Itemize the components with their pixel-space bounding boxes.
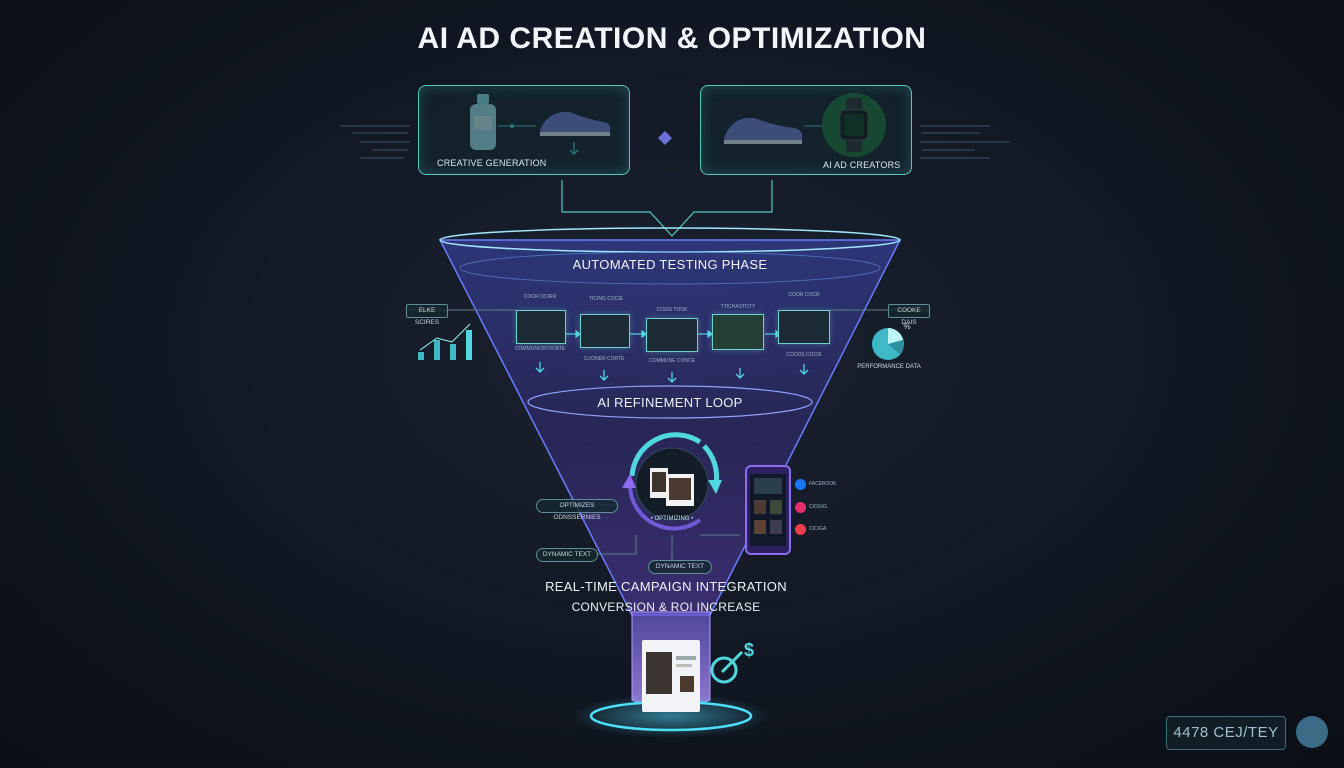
top-connector [561,180,773,237]
dynamic-text-tag: DYNAMIC TEXT [536,548,598,562]
dynamic-text-center-tag: DYNAMIC TEXT [648,560,712,574]
variant-4-thumb [712,314,764,350]
variant-3-bottom: COMMUNE CONCE [649,358,695,364]
variant-2-top: TICING COCIE [588,296,624,302]
loop-arc-text: • OPTIMIZING • [650,516,694,522]
social-label: FACEBOOK [809,481,837,487]
variant-3-top: COSIS TOOK [656,307,688,313]
stage-conversion-label: CONVERSION & ROI INCREASE [571,600,761,614]
variant-2-thumb [580,314,630,348]
social-label: CICIGA [809,526,827,532]
social-label: CIOGIG [809,504,828,510]
ai-ad-creators-label: AI AD CREATORS [823,160,901,170]
refinement-ring [527,385,813,419]
ai-ad-creators-box: AI AD CREATORS [700,85,912,175]
decor-dashes-right [920,125,1010,159]
variant-5-top: COOR COCR [788,292,820,298]
dollar-icon: $ [744,640,755,660]
confirm-check-button[interactable] [1296,716,1328,748]
pie-percent-label: % [903,322,911,331]
left-score-tag: ELKE SCIRES [406,304,448,326]
phone-mockup [745,465,791,555]
instagram-icon [795,502,806,513]
right-data-tag: COOKE DAIS [888,304,930,326]
variant-5-thumb [778,310,830,344]
creative-generation-label: CREATIVE GENERATION [437,158,547,168]
optimizes-tag: OPTIMIZES ODNSSERNIES [536,499,618,521]
variant-1-bottom: COMMUNION DOATE [514,346,566,352]
variant-3-thumb [646,318,698,352]
decor-dashes-left [340,125,410,159]
status-badge[interactable]: 4478 CEJ/TEY [1166,716,1286,750]
performance-data-label: PERFORMANCE DATA [857,364,921,370]
variant-1-thumb [516,310,566,344]
variant-4-top: TTICHASTOTY [720,304,756,310]
stage-refinement-label: AI REFINEMENT LOOP [597,395,743,410]
pie-chart-icon [872,328,904,360]
variant-5-bottom: COODS COCIE [786,352,822,358]
bar-chart-icon [418,323,472,360]
creative-generation-box: CREATIVE GENERATION [418,85,630,175]
facebook-icon [795,479,806,490]
product-card [642,640,700,712]
tiktok-icon [795,524,806,535]
stage-testing-label: AUTOMATED TESTING PHASE [572,257,768,272]
stage-integration-label: REAL-TIME CAMPAIGN INTEGRATION [545,579,787,594]
variant-1-top: COOR OCIRR [523,294,557,300]
diamond-icon [658,131,672,145]
target-dollar-icon [710,650,744,684]
page-title: AI AD CREATION & OPTIMIZATION [417,22,927,55]
variant-2-bottom: COONER CORTE [583,356,625,362]
